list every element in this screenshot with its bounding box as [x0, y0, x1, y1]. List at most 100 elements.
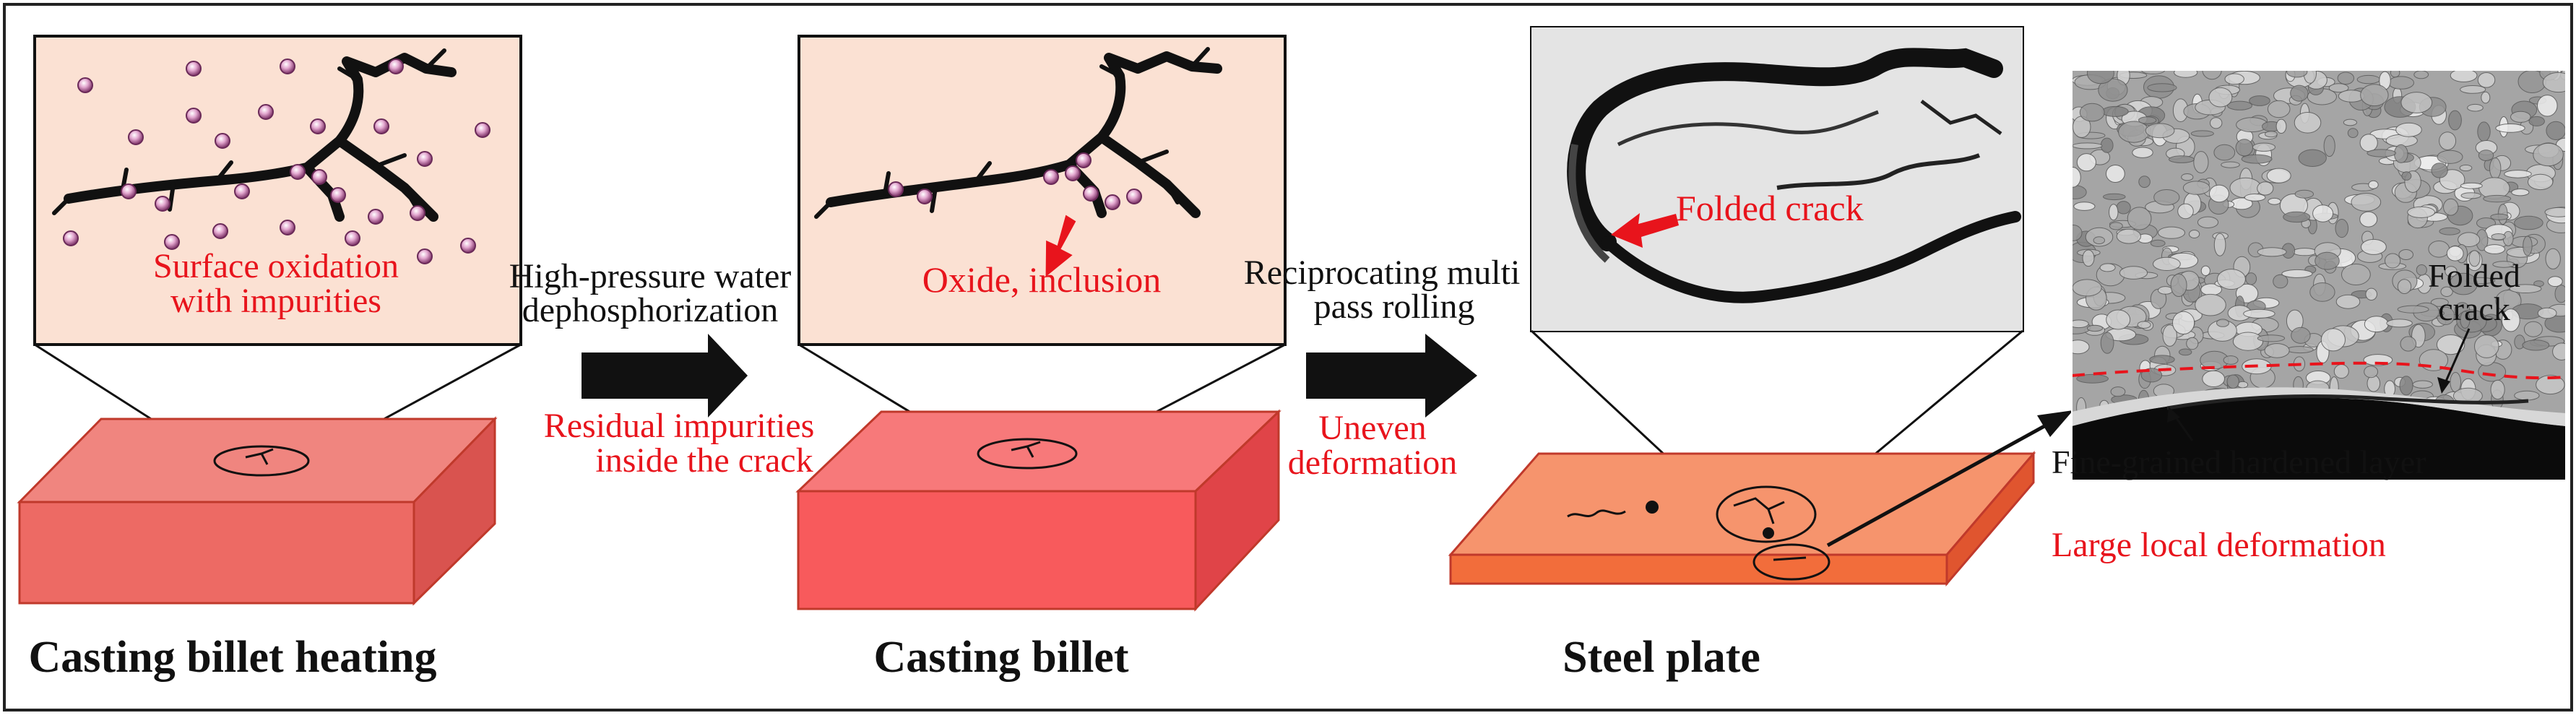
grain: [2537, 95, 2558, 117]
layer-label-pointer: [2173, 415, 2194, 441]
grain: [2547, 276, 2563, 287]
folded-crack-red-arrow-icon: [1611, 213, 1679, 248]
grain: [2474, 334, 2499, 358]
grain: [2291, 326, 2311, 344]
micrograph-pointer-line: [1826, 424, 2046, 548]
grain: [2460, 182, 2483, 189]
grain: [2216, 319, 2229, 327]
grain: [2509, 284, 2542, 294]
grain: [2213, 144, 2236, 161]
grain: [2193, 151, 2209, 173]
grain: [2101, 105, 2129, 117]
grain: [2544, 207, 2566, 217]
grain: [2257, 247, 2287, 257]
billet-red-arrow-icon: [1045, 215, 1076, 277]
grain: [2481, 91, 2491, 104]
grain: [2223, 355, 2239, 365]
micrograph-dark-region: [2072, 397, 2566, 480]
heating-billet-top: [17, 418, 498, 503]
grain: [2514, 390, 2540, 401]
boundary-dashed-line: [2072, 361, 2566, 380]
plate-edge-ellipse: [1752, 543, 1831, 581]
grain: [2249, 95, 2270, 106]
grain: [2511, 189, 2530, 196]
grain: [2491, 233, 2506, 241]
dephosphorization-label-line2: dephosphorization: [522, 291, 779, 329]
grain: [2264, 343, 2290, 358]
grain: [2502, 230, 2514, 246]
grain: [2510, 111, 2531, 123]
grain: [2440, 286, 2453, 297]
grain: [2257, 334, 2286, 342]
dephosphorization-arrow-icon: [582, 334, 748, 418]
grain: [2528, 116, 2545, 126]
grain: [2273, 274, 2288, 289]
grain-texture: [2072, 70, 2566, 419]
grain: [2292, 248, 2317, 256]
grain: [2361, 238, 2387, 255]
grain: [2431, 163, 2448, 178]
grain: [2347, 128, 2359, 139]
micrograph-layer-label: Fine-grained hardened layer: [2052, 444, 2426, 480]
grain: [2439, 131, 2457, 151]
rolling-note-line2: deformation: [1288, 444, 1458, 482]
grain: [2172, 311, 2195, 335]
grain: [2523, 321, 2543, 337]
grain: [2314, 251, 2340, 270]
grain: [2436, 334, 2465, 355]
grain: [2099, 263, 2116, 272]
grain: [2386, 319, 2413, 328]
grain: [2076, 153, 2096, 172]
grain: [2450, 70, 2478, 82]
grain: [2283, 211, 2311, 223]
grain: [2533, 142, 2564, 167]
grain: [2437, 150, 2463, 164]
grain: [2448, 110, 2462, 131]
billet-caption: Casting billet: [873, 633, 1128, 682]
grain: [2398, 249, 2413, 260]
grain: [2268, 197, 2281, 205]
grain: [2243, 308, 2275, 319]
grain: [2109, 222, 2123, 230]
heating-magnifier-ellipse: [213, 445, 310, 477]
grain: [2356, 74, 2381, 85]
grain: [2209, 184, 2229, 203]
plate-top: [1448, 452, 2036, 556]
grain: [2177, 203, 2194, 220]
grain: [2145, 123, 2175, 139]
grain: [2118, 121, 2150, 143]
plate-tiny-crack: [1733, 497, 1785, 524]
billet-inset-label: Oxide, inclusion: [922, 259, 1162, 300]
grain: [2150, 239, 2166, 247]
dephosphorization-transition: High-pressure water dephosphorization Re…: [509, 257, 815, 480]
grain: [2395, 122, 2422, 137]
grain: [2197, 216, 2219, 228]
grain: [2522, 339, 2550, 351]
grain: [2312, 204, 2334, 222]
grain: [2190, 130, 2214, 137]
grain: [2364, 316, 2389, 333]
grain: [2490, 213, 2509, 220]
layer-label-arrowhead-icon: [2167, 407, 2180, 423]
folded-crack-line: [2166, 394, 2529, 410]
grain: [2492, 261, 2515, 268]
billet-tiny-crack: [1011, 441, 1041, 458]
plate-edge-crack: [1773, 556, 1807, 561]
billet-front: [797, 490, 1197, 610]
grain: [2460, 192, 2481, 199]
grain: [2232, 332, 2264, 351]
micrograph-crack-label-line1: Folded: [2428, 257, 2520, 294]
grain: [2158, 226, 2185, 239]
grain: [2290, 85, 2309, 102]
rolling-arrow-icon: [1306, 334, 1477, 418]
grain: [2158, 286, 2174, 295]
heating-particles: [63, 59, 490, 264]
grain: [2477, 72, 2496, 88]
grain: [2359, 211, 2378, 228]
grain: [2241, 154, 2273, 164]
grain: [2394, 144, 2408, 163]
grain: [2341, 264, 2371, 285]
grain: [2388, 76, 2414, 90]
heating-tiny-crack: [245, 448, 274, 465]
grain: [2235, 139, 2254, 157]
